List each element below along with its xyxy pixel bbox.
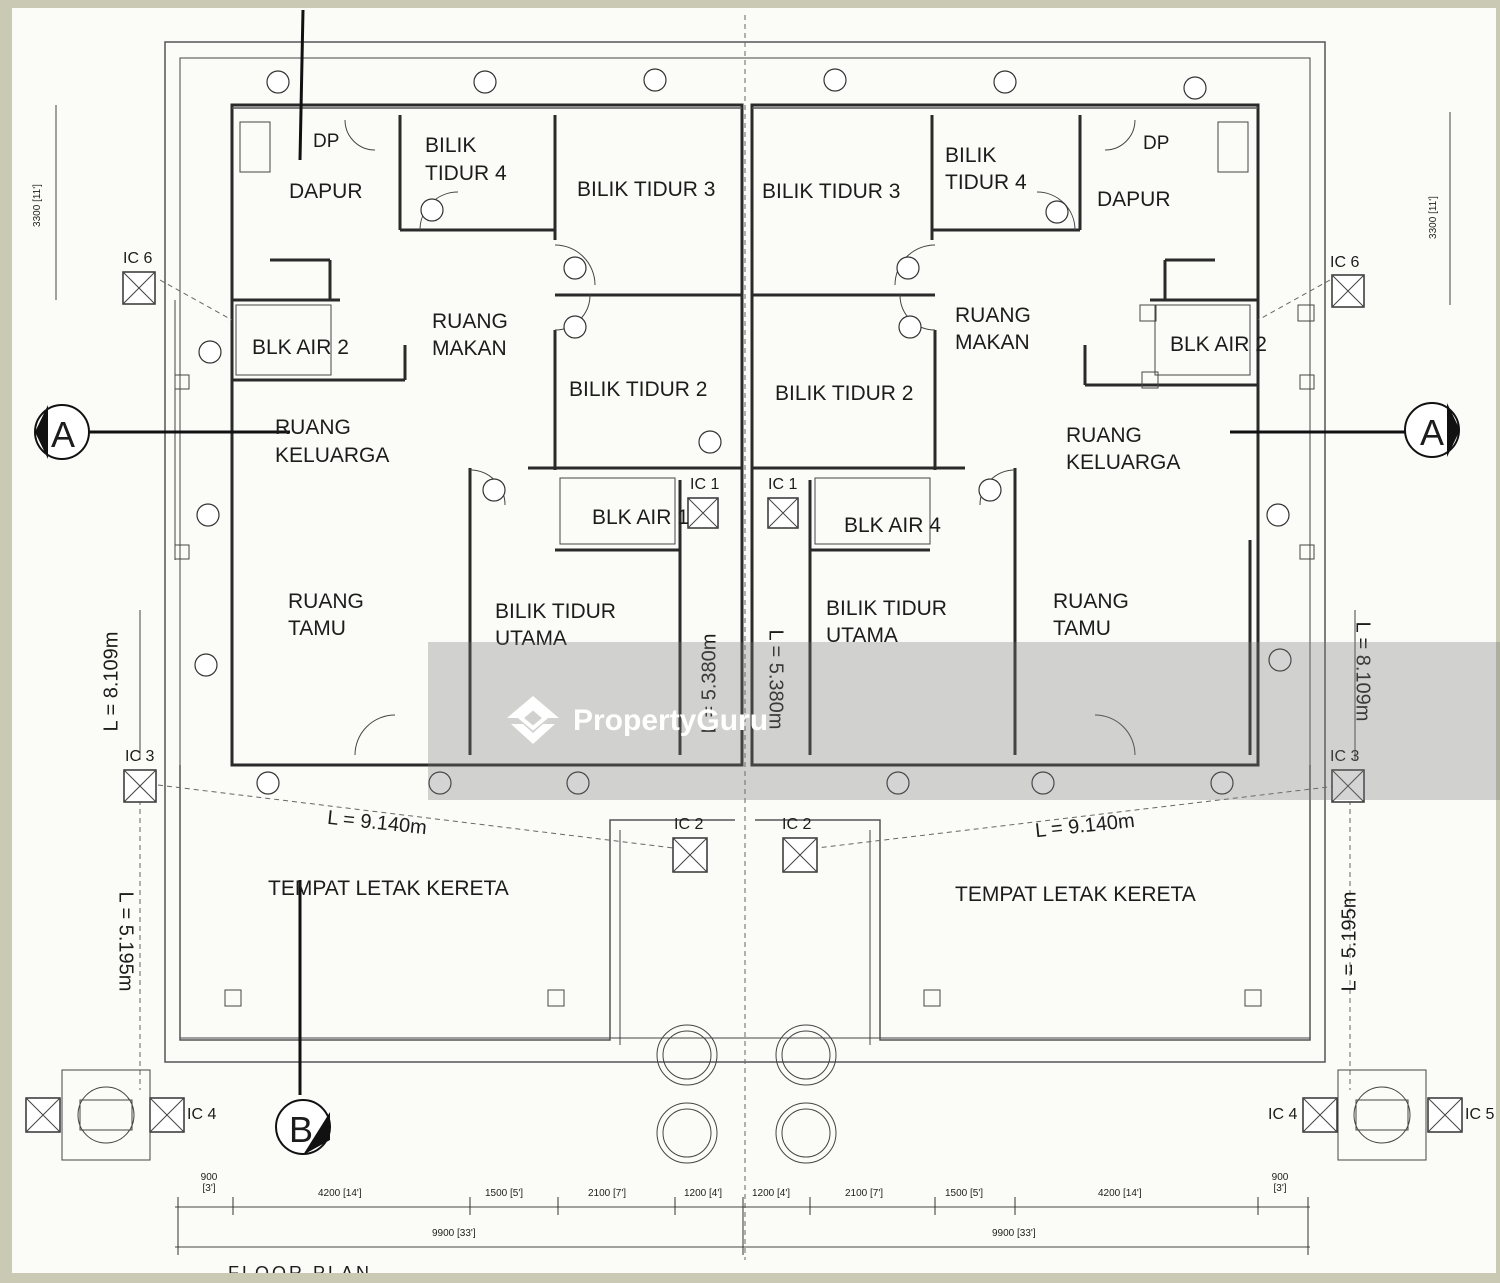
section-b: B: [275, 9, 331, 1155]
side-dim-left: 3300 [11']: [31, 184, 43, 227]
label-bilik-tidur-3-right: BILIK TIDUR 3: [762, 180, 901, 203]
length-front-left: L = 9.140m: [326, 806, 428, 840]
watermark-text: PropertyGuru: [573, 704, 769, 737]
plan-title: FLOOR PLAN: [228, 1263, 373, 1273]
label-dapur-left: DAPUR: [289, 180, 363, 203]
section-a-right: A: [1230, 402, 1460, 458]
watermark-band: [428, 642, 1500, 800]
label-ic6-left: IC 6: [123, 250, 153, 267]
label-ic5-right: IC 5: [1465, 1106, 1495, 1123]
label-blk-air-1: BLK AIR 1: [592, 506, 689, 529]
label-tempat-letak-kereta-left: TEMPAT LETAK KERETA: [268, 877, 509, 900]
label-ruang-tamu-left-2: TAMU: [288, 617, 346, 640]
label-ruang-tamu-right-1: RUANG: [1053, 590, 1129, 613]
length-car-right: L = 5.195m: [1338, 891, 1361, 992]
label-ic1-left: IC 1: [690, 476, 720, 493]
label-tempat-letak-kereta-right: TEMPAT LETAK KERETA: [955, 883, 1196, 906]
label-bilik-tidur-4-right-2: TIDUR 4: [945, 171, 1027, 194]
length-car-left: L = 5.195m: [114, 891, 137, 992]
svg-text:A: A: [51, 414, 75, 455]
dim-right-3: 4200 [14']: [1098, 1188, 1142, 1199]
label-ruang-makan-left-1: RUANG: [432, 310, 508, 333]
right-unit-walls: [750, 103, 1260, 767]
dim-left-2: 1500 [5']: [485, 1188, 524, 1199]
label-bilik-tidur-2-left: BILIK TIDUR 2: [569, 378, 708, 401]
svg-text:B: B: [289, 1109, 313, 1150]
propertyguru-logo-icon: [507, 696, 559, 744]
label-blk-air-4: BLK AIR 4: [844, 514, 941, 537]
drain-lines: [139, 279, 1351, 1090]
svg-text:A: A: [1420, 412, 1444, 453]
dim-total-left: 9900 [33']: [432, 1228, 476, 1239]
label-blk-air-2-right: BLK AIR 2: [1170, 333, 1267, 356]
car-porch-outline: [139, 610, 1356, 1045]
length-side-left: L = 8.109m: [100, 631, 123, 732]
dim-right-4: 900 [3']: [1271, 1172, 1289, 1194]
dim-left-4: 1200 [4']: [684, 1188, 723, 1199]
label-ic4-left: IC 4: [187, 1106, 217, 1123]
label-ruang-tamu-right-2: TAMU: [1053, 617, 1111, 640]
label-ic6-right: IC 6: [1330, 254, 1360, 271]
window-markers: [194, 68, 1292, 795]
dimension-lines: [175, 1197, 1310, 1255]
side-dim-right: 3300 [11']: [1427, 196, 1439, 239]
label-ruang-keluarga-left-1: RUANG: [275, 416, 351, 439]
label-ruang-makan-right-2: MAKAN: [955, 331, 1030, 354]
label-bilik-tidur-4-right-1: BILIK: [945, 144, 997, 167]
label-ic3-left: IC 3: [125, 748, 155, 765]
label-ruang-keluarga-left-2: KELUARGA: [275, 444, 390, 467]
label-bilik-tidur-3-left: BILIK TIDUR 3: [577, 178, 716, 201]
label-bilik-tidur-utama-left-2: UTAMA: [495, 627, 567, 650]
label-bilik-tidur-4-left-2: TIDUR 4: [425, 162, 507, 185]
label-ic2-right: IC 2: [782, 816, 812, 833]
side-dimension-lines: [55, 105, 1451, 305]
section-a-left: A: [34, 404, 290, 460]
dim-left-1: 4200 [14']: [318, 1188, 362, 1199]
label-bilik-tidur-utama-left-1: BILIK TIDUR: [495, 600, 616, 623]
label-ic3-right: IC 3: [1330, 748, 1360, 765]
label-dapur-right: DAPUR: [1097, 188, 1171, 211]
label-ruang-keluarga-right-1: RUANG: [1066, 424, 1142, 447]
label-bilik-tidur-4-left-1: BILIK: [425, 134, 477, 157]
length-front-right: L = 9.140m: [1034, 809, 1136, 843]
dim-right-1: 2100 [7']: [845, 1188, 884, 1199]
dim-right-0: 1200 [4']: [752, 1188, 791, 1199]
dim-left-0: 900 [3']: [200, 1172, 218, 1194]
label-dp-right: DP: [1143, 133, 1170, 154]
label-ic1-right: IC 1: [768, 476, 798, 493]
watermark: PropertyGuru: [503, 692, 768, 750]
label-ruang-makan-left-2: MAKAN: [432, 337, 507, 360]
label-ruang-makan-right-1: RUANG: [955, 304, 1031, 327]
left-unit-walls: [230, 103, 744, 767]
label-bilik-tidur-utama-right-2: UTAMA: [826, 624, 898, 647]
dim-left-3: 2100 [7']: [588, 1188, 627, 1199]
label-blk-air-2-left: BLK AIR 2: [252, 336, 349, 359]
dim-total-right: 9900 [33']: [992, 1228, 1036, 1239]
dim-right-2: 1500 [5']: [945, 1188, 984, 1199]
label-bilik-tidur-2-right: BILIK TIDUR 2: [775, 382, 914, 405]
label-dp-left: DP: [313, 131, 340, 152]
label-bilik-tidur-utama-right-1: BILIK TIDUR: [826, 597, 947, 620]
label-ic2-left: IC 2: [674, 816, 704, 833]
label-ruang-keluarga-right-2: KELUARGA: [1066, 451, 1181, 474]
label-ic4-right: IC 4: [1268, 1106, 1298, 1123]
tank-circles: [656, 1024, 837, 1164]
label-ruang-tamu-left-1: RUANG: [288, 590, 364, 613]
inspection-chambers: [25, 271, 1463, 1161]
